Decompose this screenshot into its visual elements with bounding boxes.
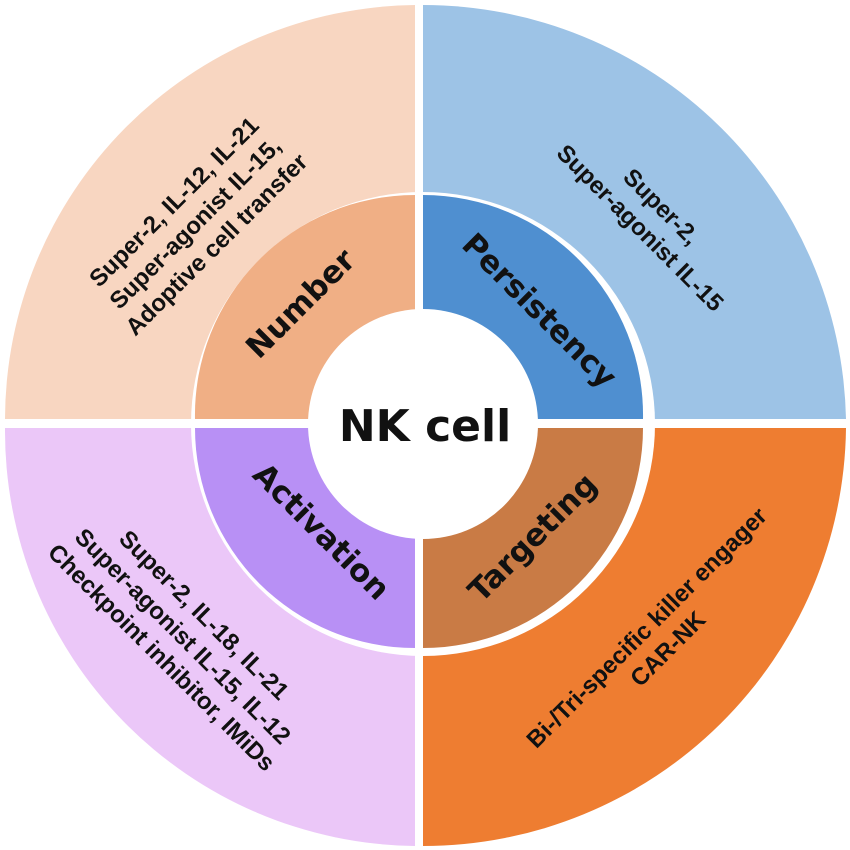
center-label: NK cell (339, 401, 511, 452)
center-circle (308, 309, 538, 539)
